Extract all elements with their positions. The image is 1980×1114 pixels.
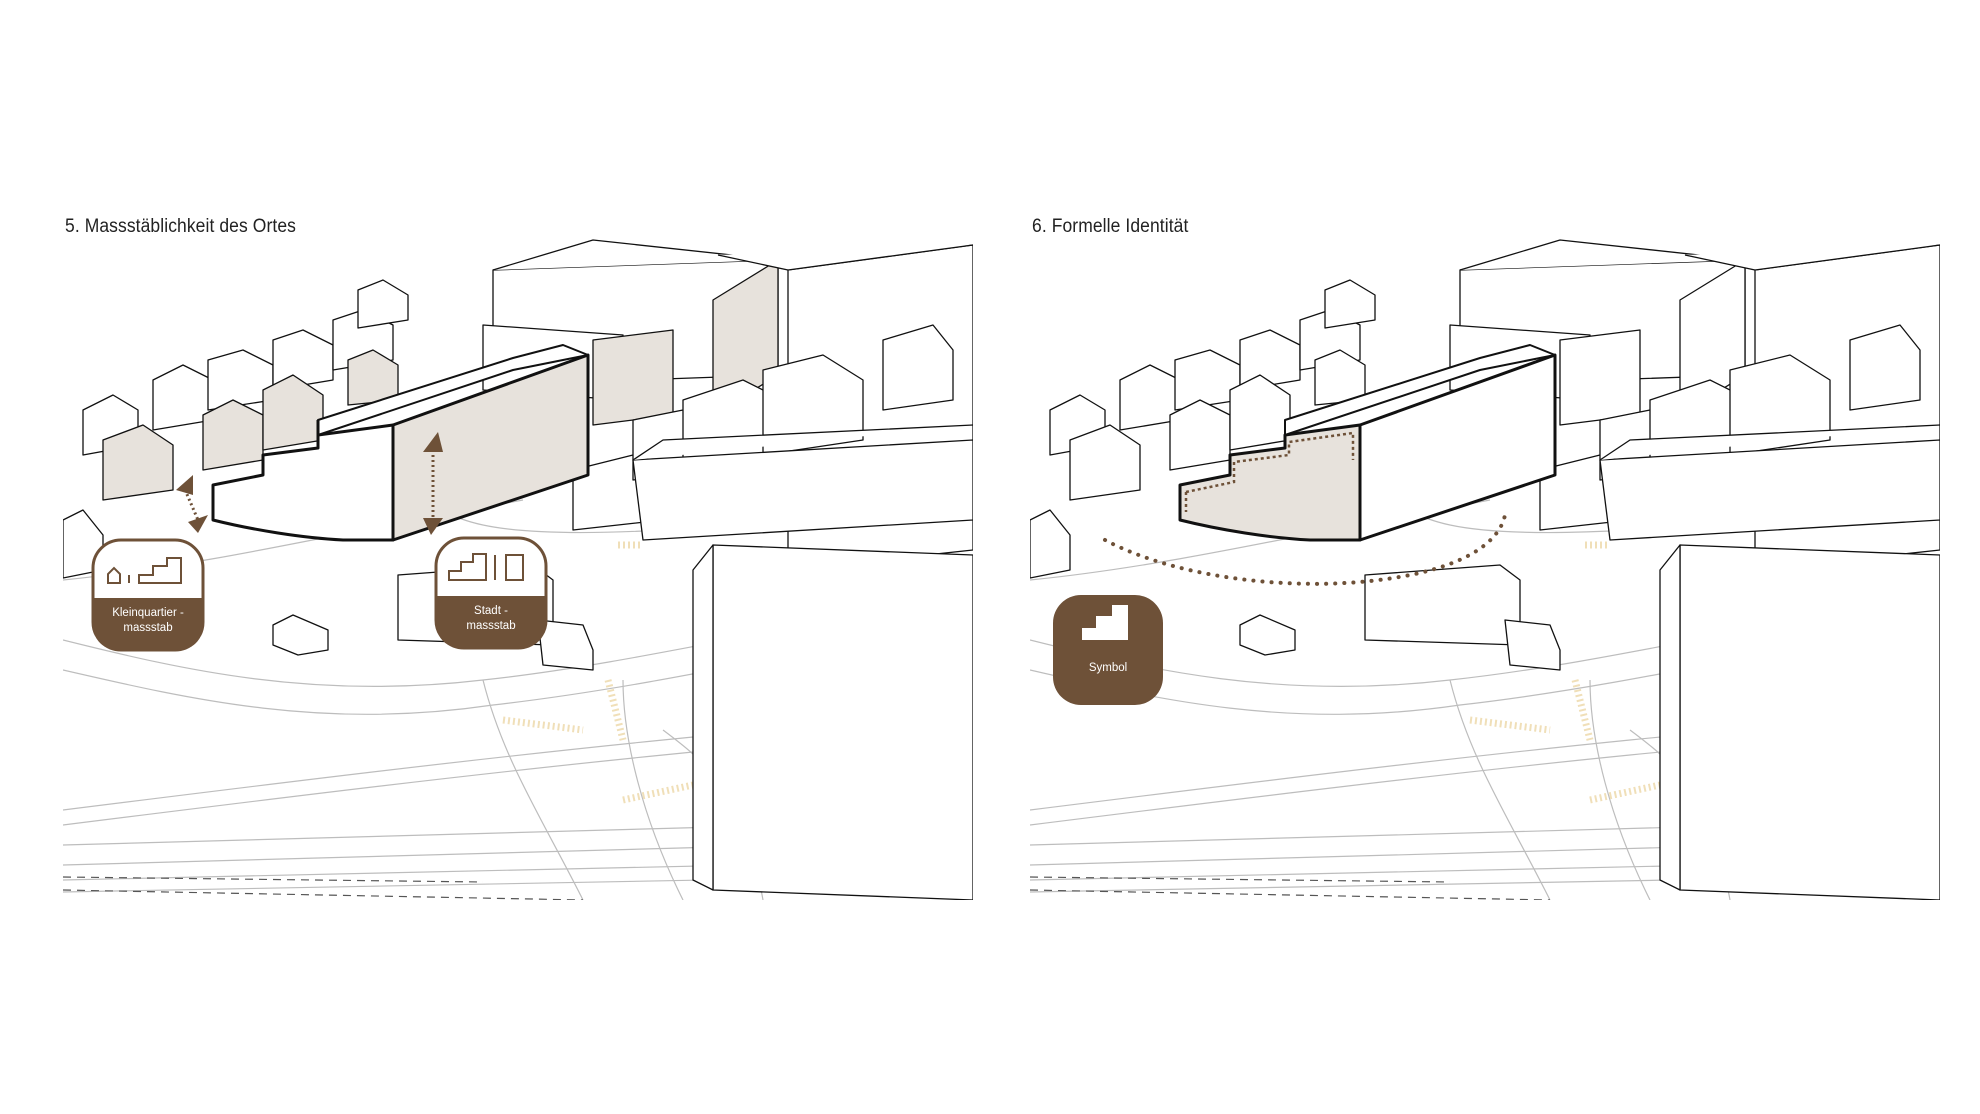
badge-label-line1: Kleinquartier - [112, 607, 184, 619]
boundary-lines [63, 876, 584, 900]
badge-city-scale: Stadt - massstab [434, 536, 548, 650]
identity-arc [1103, 513, 1507, 586]
focal-building [1178, 344, 1557, 542]
badge-label: Symbol [1089, 662, 1127, 674]
badge-small-quarter-scale: Kleinquartier - massstab [91, 538, 205, 652]
focal-building [211, 344, 590, 542]
context-buildings [63, 239, 973, 900]
context-buildings [1030, 239, 1940, 900]
scale-icon [448, 553, 524, 581]
panel-title: 6. Formelle Identität [1032, 216, 1189, 237]
badge-label-line2: massstab [123, 622, 172, 634]
panel-formal-identity: 6. Formelle Identität [1030, 200, 1940, 900]
stepped-outline [1185, 431, 1355, 494]
badge-label-line2: massstab [466, 620, 515, 632]
stepped-building-icon [1082, 605, 1128, 640]
axonometric-site-drawing: Symbol [1030, 239, 1940, 900]
panel-title: 5. Massstäblichkeit des Ortes [65, 216, 296, 237]
scale-arrows [176, 432, 443, 535]
scale-icon [107, 557, 182, 584]
axonometric-site-drawing: Kleinquartier - massstab Stadt - masssta… [63, 239, 973, 900]
badge-label-line1: Stadt - [474, 605, 508, 617]
badge-symbol: Symbol [1053, 595, 1163, 705]
boundary-lines [1030, 876, 1551, 900]
panel-scale-of-place: 5. Massstäblichkeit des Ortes [63, 200, 973, 900]
